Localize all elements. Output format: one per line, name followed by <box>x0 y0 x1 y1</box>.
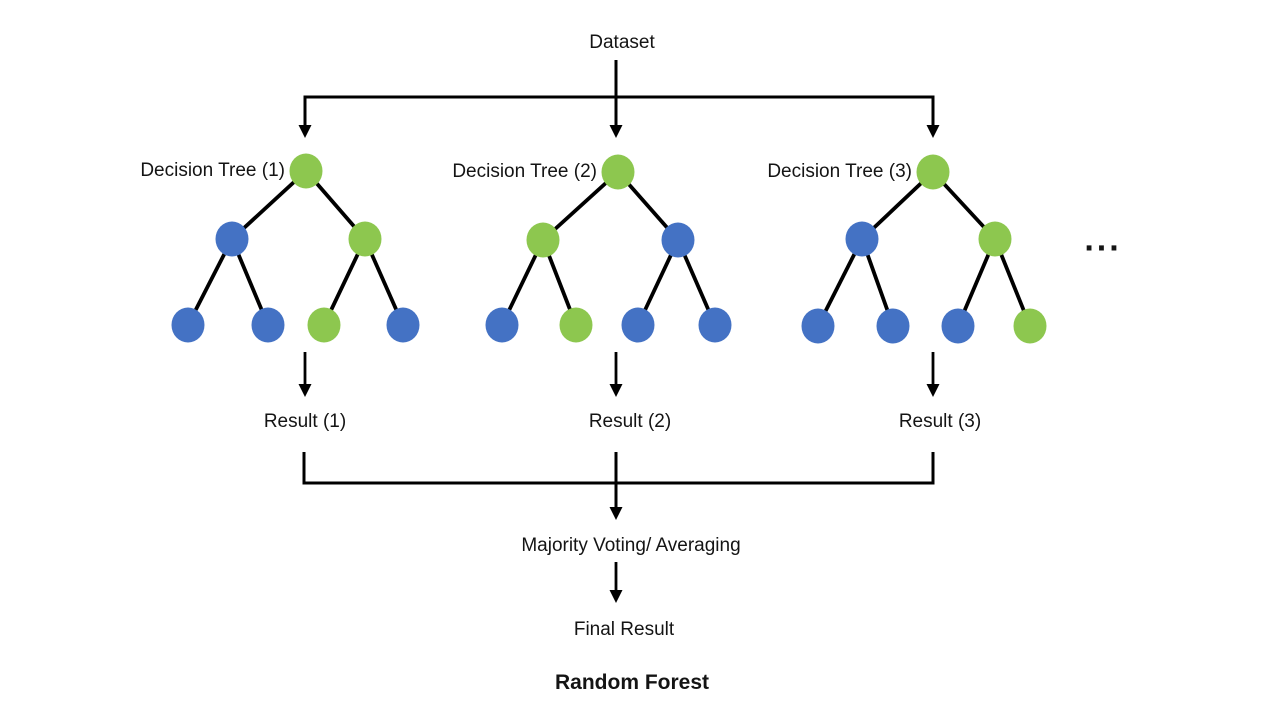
tree-node-green <box>526 222 560 258</box>
result-label-1: Result (1) <box>263 411 347 433</box>
tree-node-blue <box>621 307 655 343</box>
tree-node-blue <box>845 221 879 257</box>
decision-tree-3 <box>801 154 1047 397</box>
tree-node-blue <box>171 307 205 343</box>
merge-to-voting-arrow-arrowhead <box>609 507 623 520</box>
decision-tree-1 <box>171 153 420 397</box>
decision-tree-label-3: Decision Tree (3) <box>767 161 912 183</box>
tree-node-blue <box>876 308 910 344</box>
dataset-split-connector <box>298 60 940 138</box>
result-label-2: Result (2) <box>588 411 672 433</box>
results-merge-connector <box>302 452 935 520</box>
decision-tree-label-2: Decision Tree (2) <box>452 161 597 183</box>
decision-tree-label-1: Decision Tree (1) <box>140 160 285 182</box>
tree-node-green <box>559 307 593 343</box>
dataset-to-tree3-arrow-arrowhead <box>926 125 940 138</box>
dataset-to-tree2-arrow-arrowhead <box>609 125 623 138</box>
tree-node-blue <box>386 307 420 343</box>
majority-voting-label: Majority Voting/ Averaging <box>521 535 741 557</box>
tree-node-green <box>307 307 341 343</box>
tree2-result-arrow-arrowhead <box>609 384 623 397</box>
tree3-result-arrow-arrowhead <box>926 384 940 397</box>
voting-to-final-connector <box>609 562 623 603</box>
tree-node-blue <box>661 222 695 258</box>
tree-node-blue <box>215 221 249 257</box>
decision-tree-2 <box>485 154 732 397</box>
tree-node-green <box>1013 308 1047 344</box>
dataset-to-tree1-arrow-arrowhead <box>298 125 312 138</box>
more-trees-ellipsis: ... <box>1084 220 1122 259</box>
tree-node-green <box>348 221 382 257</box>
tree-node-green <box>978 221 1012 257</box>
tree-node-blue <box>485 307 519 343</box>
voting-to-final-arrow-arrowhead <box>609 590 623 603</box>
tree1-result-arrow-arrowhead <box>298 384 312 397</box>
tree-node-green <box>916 154 950 190</box>
diagram-title: Random Forest <box>554 670 710 694</box>
tree-node-blue <box>251 307 285 343</box>
final-result-label: Final Result <box>573 619 675 641</box>
tree-node-blue <box>801 308 835 344</box>
tree-node-green <box>289 153 323 189</box>
tree-node-green <box>601 154 635 190</box>
tree-node-blue <box>698 307 732 343</box>
dataset-label: Dataset <box>589 32 655 54</box>
tree-node-blue <box>941 308 975 344</box>
result-label-3: Result (3) <box>898 411 982 433</box>
